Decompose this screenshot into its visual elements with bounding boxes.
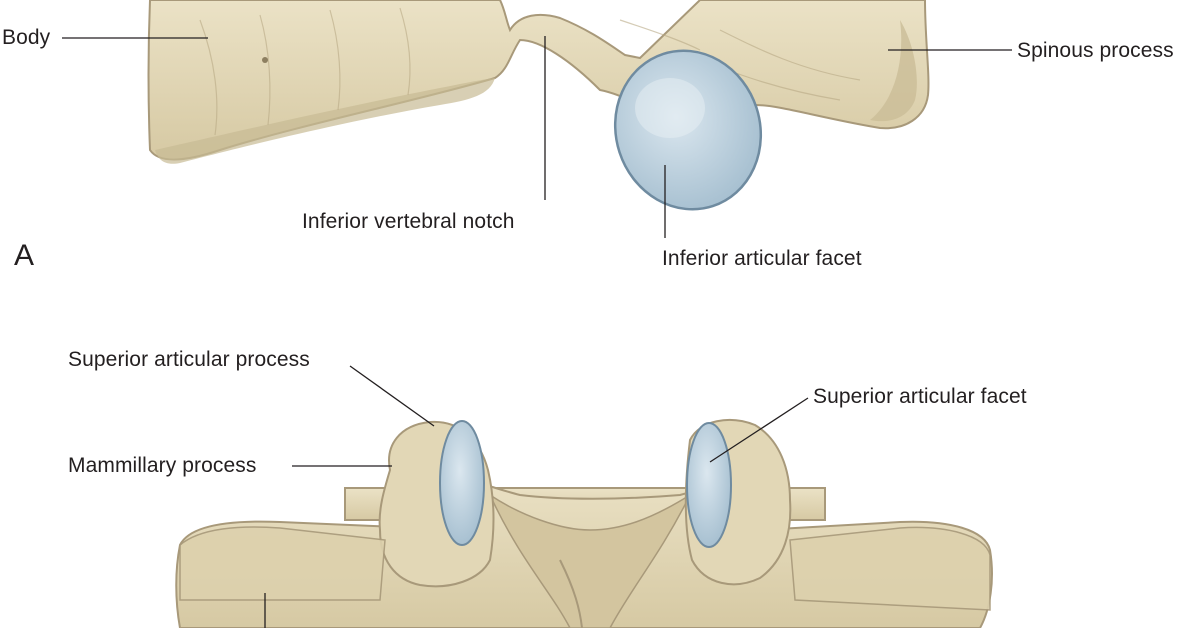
- label-superior-articular-process: Superior articular process: [68, 348, 310, 371]
- label-spinous-process: Spinous process: [1017, 39, 1174, 62]
- leader-lines: [62, 36, 1012, 628]
- leader-superior-articular-facet: [709, 397, 809, 463]
- label-inferior-articular-facet: Inferior articular facet: [662, 247, 862, 270]
- spinous-ridge: [559, 559, 583, 628]
- central-notch-shape: [488, 492, 692, 628]
- body-shadow: [155, 78, 495, 164]
- bone-foramen-dot: [262, 57, 268, 63]
- right-transverse-process-shape: [789, 526, 991, 611]
- left-superior-articular-facet-shape: [439, 420, 485, 546]
- left-transverse-process-shape: [179, 526, 386, 601]
- leader-superior-articular-process: [349, 365, 435, 427]
- vertebra-superior-view: [175, 419, 993, 628]
- label-superior-articular-facet: Superior articular facet: [813, 385, 1027, 408]
- vertebra-lateral-view: [147, 0, 930, 211]
- facet-highlight: [635, 78, 705, 138]
- spinous-shadow: [870, 20, 917, 122]
- label-mammillary-process: Mammillary process: [68, 454, 257, 477]
- panel-letter-a: A: [14, 239, 35, 272]
- label-body: Body: [2, 26, 51, 49]
- right-superior-articular-facet-shape: [686, 422, 732, 548]
- label-inferior-vertebral-notch: Inferior vertebral notch: [302, 210, 515, 233]
